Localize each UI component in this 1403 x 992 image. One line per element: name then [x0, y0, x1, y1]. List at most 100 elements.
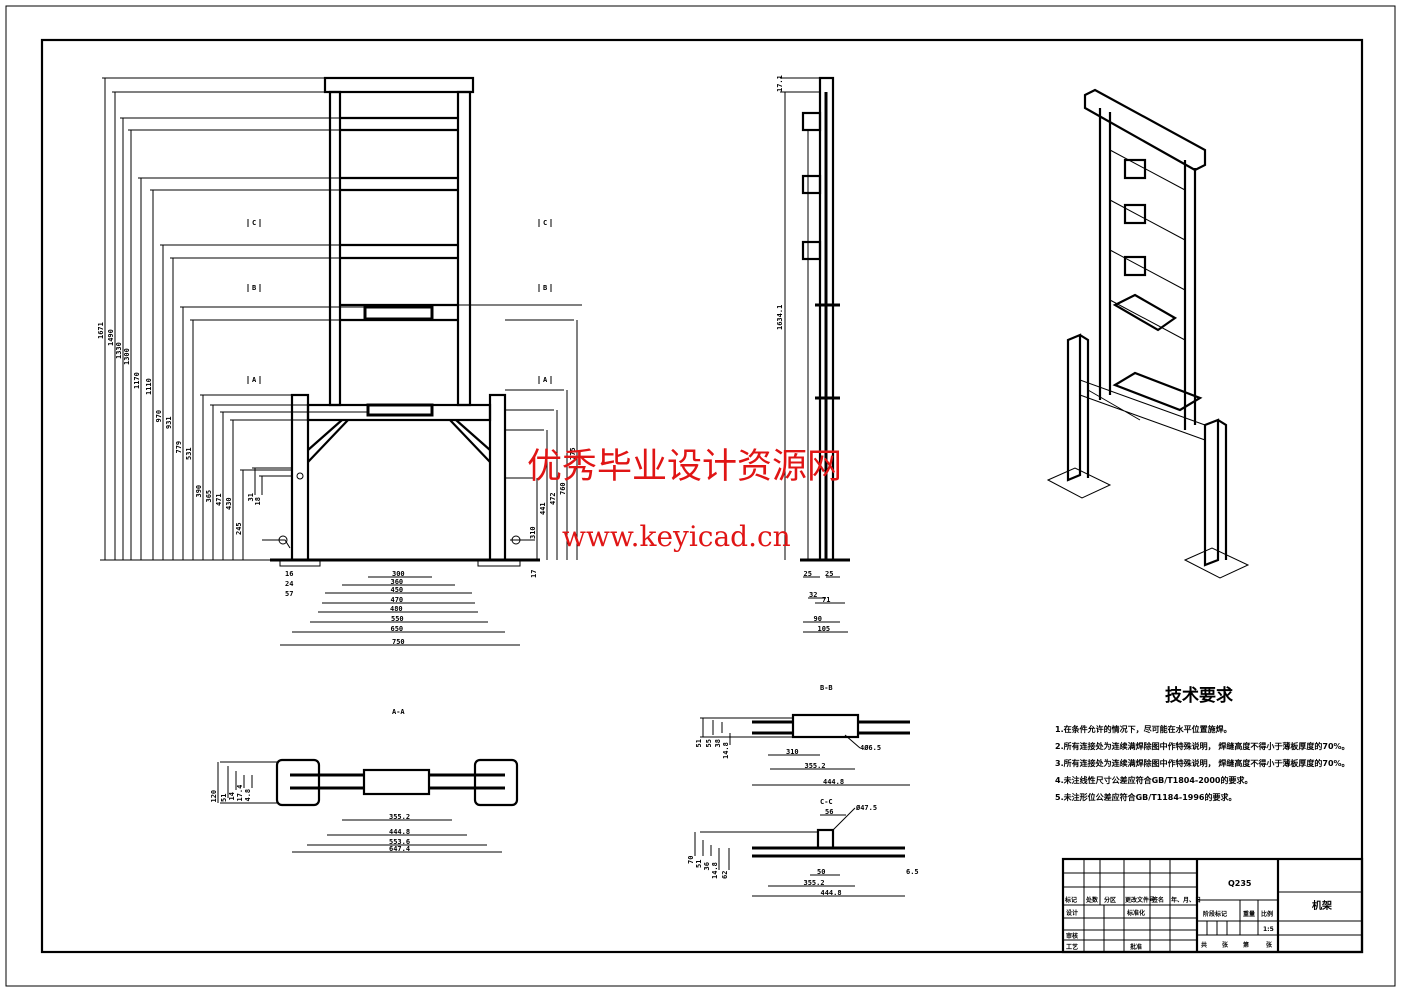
dimension-label: 760: [559, 482, 567, 495]
dimension-label: 300: [392, 570, 405, 578]
scale-value: 1:5: [1263, 926, 1274, 933]
dimension-label: 970: [155, 410, 163, 423]
side-height-dim: 1634.1: [776, 305, 784, 330]
section-marker: A: [543, 376, 548, 384]
dimension-label: 480: [390, 605, 403, 613]
dimension-label: 14.8: [722, 742, 730, 759]
section-arrow-icon: [247, 284, 261, 292]
dimension-label: 6.5: [906, 868, 919, 876]
dimension-label: 1170: [133, 372, 141, 389]
section-cc-title: C-C: [820, 798, 833, 806]
dimension-label: 1671: [97, 322, 105, 339]
hole-note: 4Ø6.5: [860, 744, 881, 752]
dimension-label: 4.8: [244, 789, 252, 802]
leader-line: [844, 734, 861, 749]
section-arrow-icon: [538, 219, 552, 227]
isometric-view: [1046, 88, 1250, 579]
dimension-label: 775: [569, 447, 577, 460]
dimension-label: 71: [822, 596, 830, 604]
tech-req-item: 1.在条件允许的情况下，尽可能在水平位置施焊。: [1055, 724, 1232, 734]
dimension-label: 360: [391, 578, 404, 586]
dimension-label: 90: [814, 615, 822, 623]
section-marker: B: [543, 284, 547, 292]
section-arrow-icon: [247, 219, 261, 227]
side-top-dim: 17.1: [776, 75, 784, 92]
dimension-label: 470: [391, 596, 404, 604]
label-approve: 批准: [1130, 943, 1142, 951]
watermark-url: www.keyicad.cn: [562, 520, 791, 553]
dimension-label: 18: [254, 497, 262, 505]
dimension-label: 17.4: [236, 785, 244, 802]
header-signature: 签名: [1151, 896, 1164, 904]
dimension-label: 550: [391, 615, 404, 623]
dimension-label: 472: [549, 492, 557, 505]
dimension-label: 365: [205, 490, 213, 503]
dimension-label: 36: [703, 862, 711, 870]
dimension-label: 245: [235, 522, 243, 535]
label-weight: 重量: [1243, 910, 1255, 918]
dimension-label: 25: [804, 570, 812, 578]
header-date: 年、月、日: [1171, 896, 1201, 904]
dimension-label: 750: [392, 638, 405, 646]
tech-req-item: 5.未注形位公差应符合GB/T1184-1996的要求。: [1055, 792, 1237, 802]
dimension-label: 779: [175, 441, 183, 454]
dimension-label: 444.8: [389, 828, 410, 836]
label-stage-mark: 阶段标记: [1203, 910, 1227, 918]
section-arrow-icon: [247, 376, 261, 384]
tech-req-item: 2.所有连接处为连续满焊除图中作特殊说明， 焊缝高度不得小于薄板厚度的70%。: [1055, 741, 1350, 751]
section-bb-title: B-B: [820, 684, 833, 692]
dimension-label: 51: [220, 794, 228, 802]
dimension-label: 14.8: [711, 862, 719, 879]
label-total: 共: [1201, 941, 1207, 949]
dimension-label: 25: [825, 570, 833, 578]
header-mark: 标记: [1064, 896, 1077, 904]
dimension-label: 531: [185, 447, 193, 460]
dimension-label: 17: [530, 570, 538, 578]
section-arrow-icon: [538, 376, 552, 384]
dimension-label: 441: [539, 502, 547, 515]
dimension-label: 650: [391, 625, 404, 633]
dimension-label: 390: [195, 485, 203, 498]
dimension-label: 444.8: [821, 889, 842, 897]
dimension-label: 355.2: [804, 879, 825, 887]
dimension-label: 1330: [115, 342, 123, 359]
tech-req-item: 4.未注线性尺寸公差应符合GB/T1804-2000的要求。: [1055, 775, 1253, 785]
section-marker: A: [252, 376, 257, 384]
dimension-label: 647.4: [389, 845, 410, 853]
label-process: 工艺: [1066, 943, 1078, 951]
hole-note: Ø47.5: [855, 804, 877, 812]
dimension-label: 1110: [145, 378, 153, 395]
dimension-label: 55: [705, 739, 713, 747]
dimension-label: 50: [817, 868, 825, 876]
side-view: 1634.1 17.1 25 25 32 71 90 105: [776, 75, 850, 633]
dimension-label: 450: [391, 586, 404, 594]
dimension-label: 24: [285, 580, 293, 588]
dimension-label: 38: [714, 739, 722, 747]
label-scale: 比例: [1261, 910, 1273, 918]
watermark-title: 优秀毕业设计资源网: [527, 447, 842, 487]
dimension-label: 32: [809, 591, 817, 599]
title-block: Q235 机架 标记 处数 分区 更改文件号 签名 年、月、日 设计 标准化 审…: [1061, 857, 1364, 954]
label-design: 设计: [1066, 909, 1078, 917]
dimension-label: 1300: [123, 348, 131, 365]
label-review: 审核: [1066, 932, 1078, 940]
dimension-label: 105: [818, 625, 831, 633]
section-marker: C: [543, 219, 547, 227]
label-standardization: 标准化: [1126, 909, 1145, 917]
dimension-label: 51: [695, 860, 703, 868]
label-sheet: 张: [1266, 941, 1273, 949]
dimension-label: 16: [285, 570, 293, 578]
dimension-label: 553.6: [389, 838, 410, 846]
dimension-label: 70: [687, 856, 695, 864]
header-count: 处数: [1085, 896, 1099, 904]
dimension-label: 57: [285, 590, 293, 598]
dimension-label: 355.2: [805, 762, 826, 770]
section-marker: B: [252, 284, 256, 292]
tech-req-title: 技术要求: [1165, 685, 1233, 706]
header-change-doc: 更改文件号: [1125, 896, 1155, 904]
tech-req-item: 3.所有连接处为连续满焊除图中作特殊说明， 焊缝高度不得小于薄板厚度的70%。: [1055, 758, 1350, 768]
material: Q235: [1228, 879, 1252, 888]
